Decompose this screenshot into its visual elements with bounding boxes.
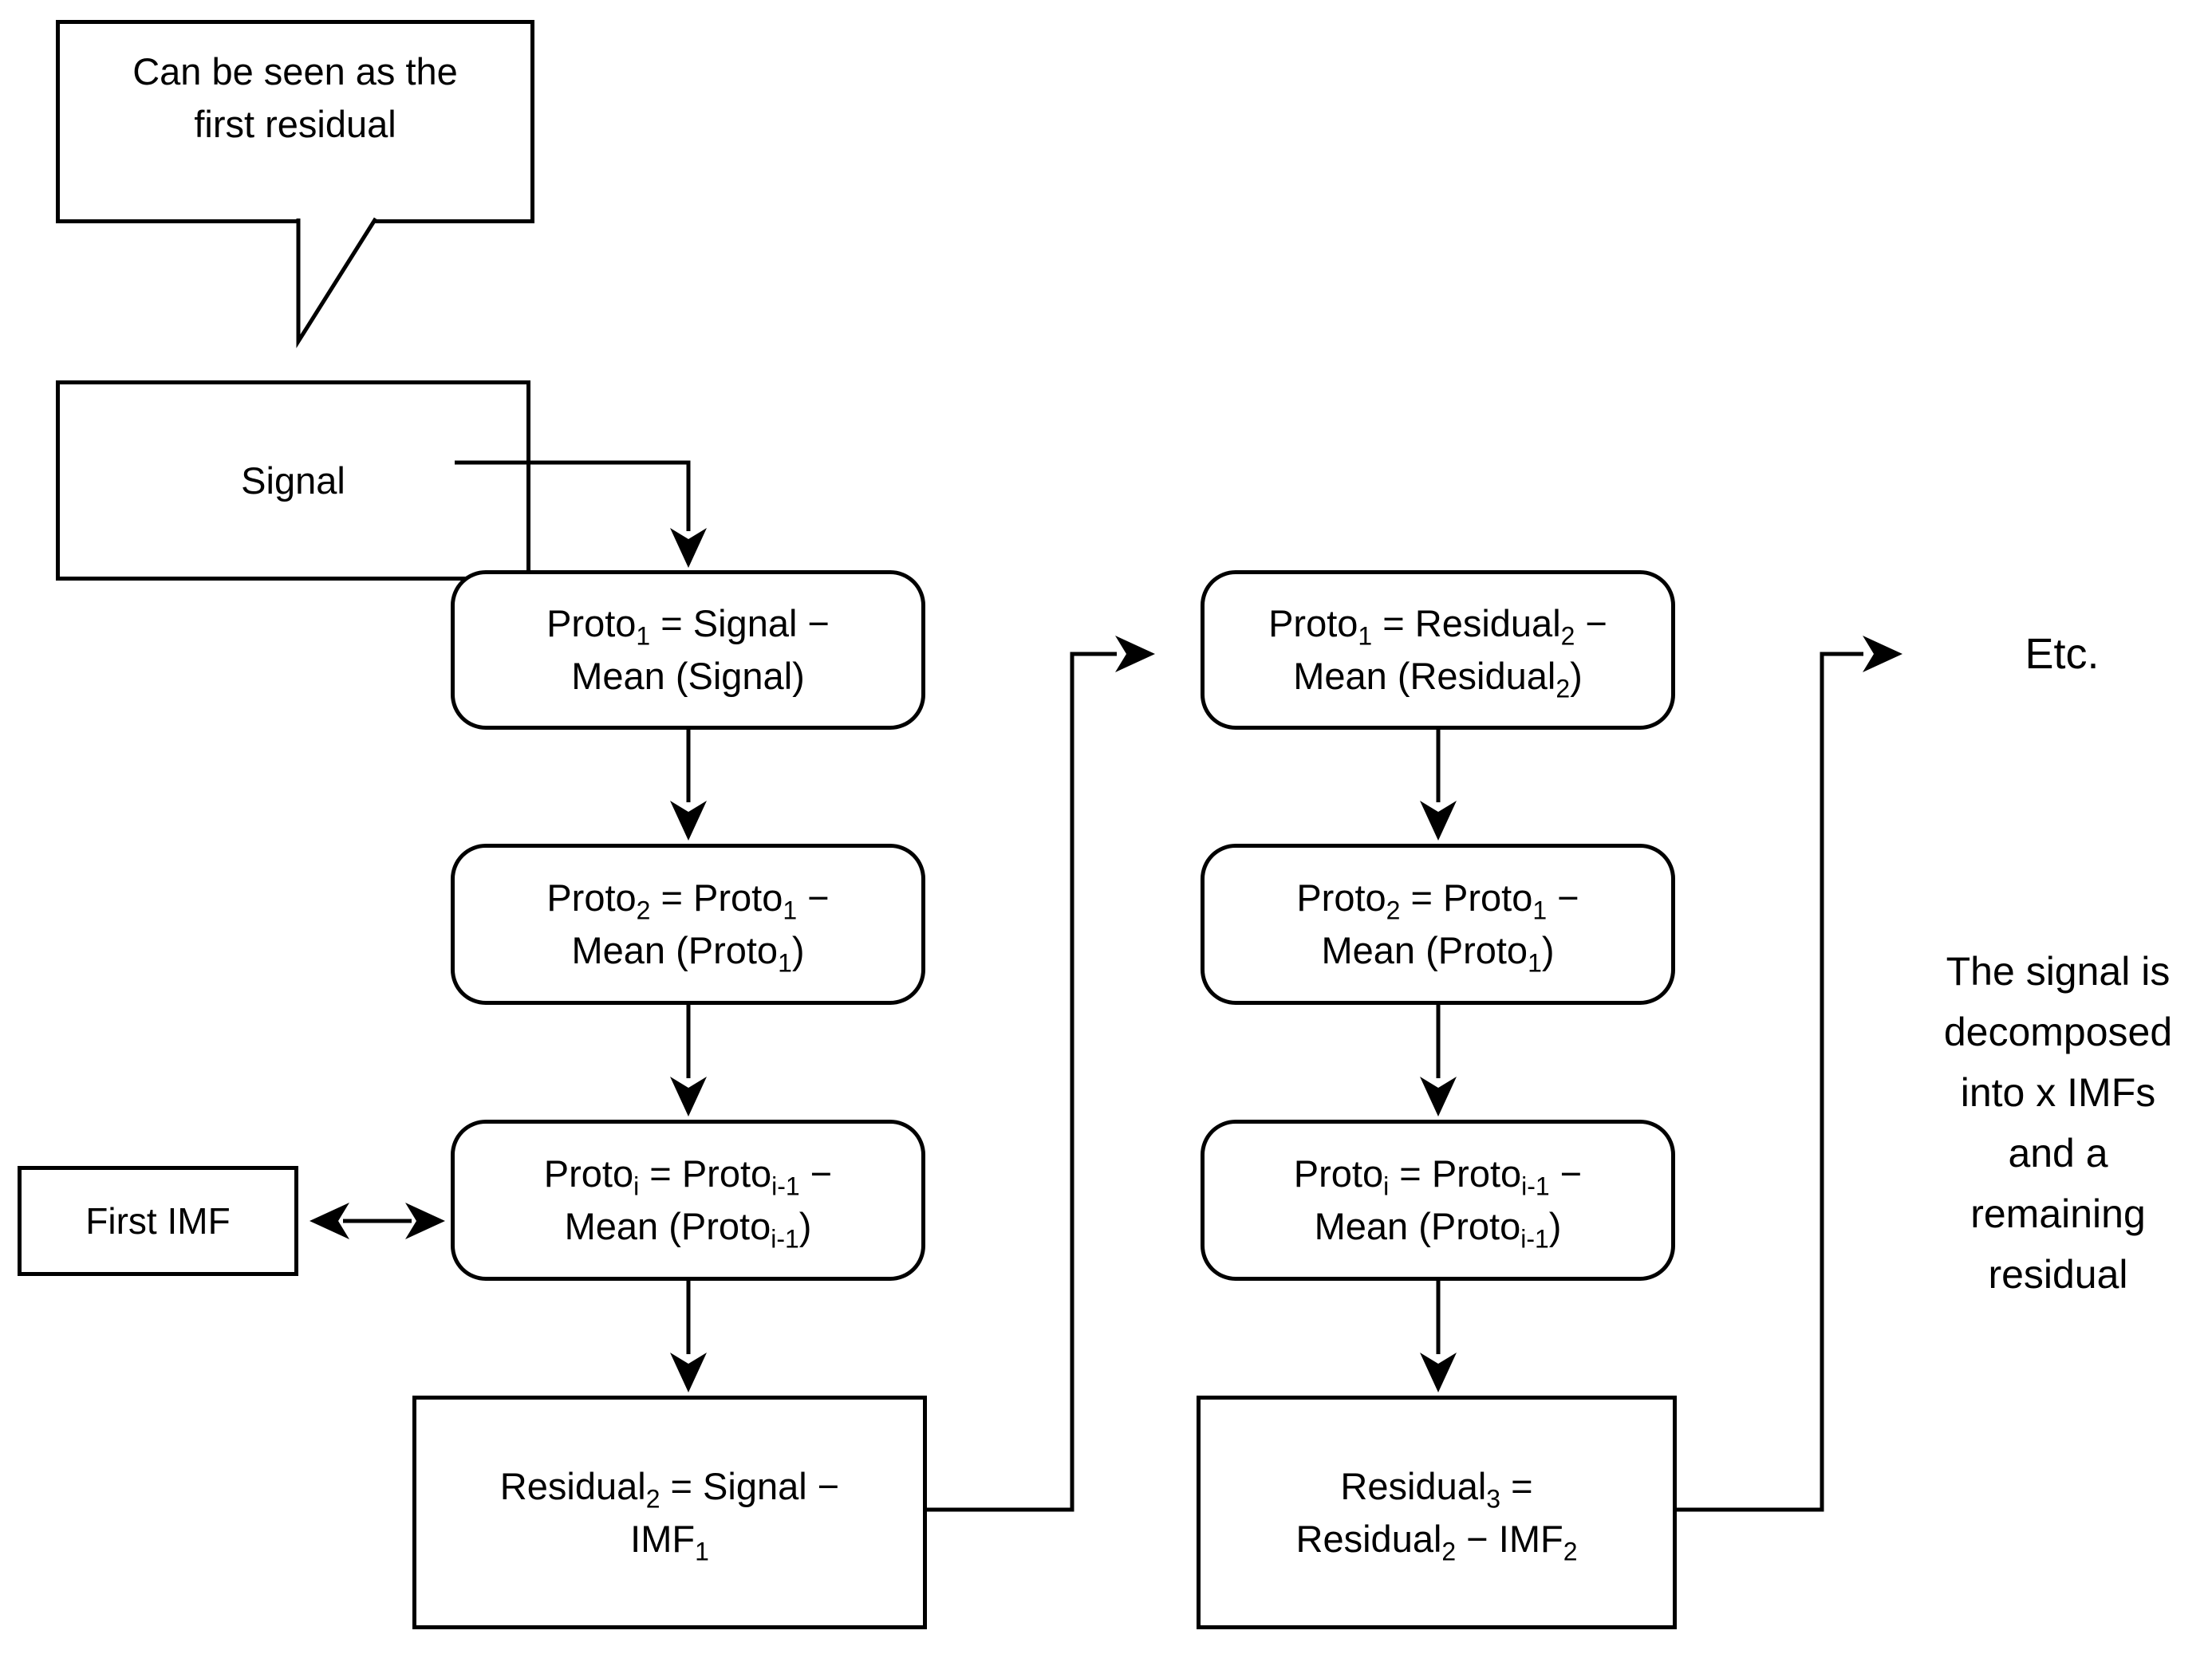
proto1-residual2-text: Proto1 = Residual2 −Mean (Residual2) — [1268, 602, 1607, 703]
proto2-col2-box: Proto2 = Proto1 −Mean (Proto1) — [1201, 844, 1675, 1005]
signal-box: Signal — [56, 380, 530, 581]
first-imf-box: First IMF — [18, 1166, 298, 1276]
residual2-box: Residual2 = Signal −IMF1 — [412, 1396, 927, 1629]
proto2-col1-box: Proto2 = Proto1 −Mean (Proto1) — [451, 844, 925, 1005]
etc-text: Etc. — [2025, 630, 2100, 678]
arrow-c2-2-3-head — [1420, 1077, 1457, 1116]
first-imf-text: First IMF — [85, 1200, 231, 1242]
arrow-c2-1-2-head — [1420, 801, 1457, 841]
arrow-residual2-to-col2-head — [1115, 636, 1155, 672]
arrow-firstimf-protoi-left-head — [310, 1203, 349, 1239]
arrow-c1-2-3-head — [670, 1077, 707, 1116]
protoi-col1-text: Protoi = Protoi-1 −Mean (Protoi-1) — [543, 1152, 833, 1254]
arrow-firstimf-protoi-right-head — [405, 1203, 445, 1239]
signal-text: Signal — [241, 459, 345, 502]
arrow-c2-3-residual-head — [1420, 1353, 1457, 1392]
proto2-col2-text: Proto2 = Proto1 −Mean (Proto1) — [1296, 876, 1579, 978]
proto2-col1-text: Proto2 = Proto1 −Mean (Proto1) — [546, 876, 830, 978]
residual3-box: Residual3 =Residual2 − IMF2 — [1197, 1396, 1677, 1629]
residual3-text: Residual3 =Residual2 − IMF2 — [1295, 1464, 1578, 1565]
protoi-col2-box: Protoi = Protoi-1 −Mean (Protoi-1) — [1201, 1120, 1675, 1281]
protoi-col1-box: Protoi = Protoi-1 −Mean (Protoi-1) — [451, 1120, 925, 1281]
proto1-residual2-box: Proto1 = Residual2 −Mean (Residual2) — [1201, 570, 1675, 730]
arrow-residual3-to-etc-line — [1677, 652, 1863, 1512]
protoi-col2-text: Protoi = Protoi-1 −Mean (Protoi-1) — [1293, 1152, 1583, 1254]
residual2-text: Residual2 = Signal −IMF1 — [499, 1464, 840, 1565]
arrow-residual3-to-etc-head — [1863, 636, 1902, 672]
proto1-signal-box: Proto1 = Signal −Mean (Signal) — [451, 570, 925, 730]
proto1-signal-text: Proto1 = Signal −Mean (Signal) — [546, 602, 830, 697]
callout-tail — [296, 217, 378, 349]
etc-label: Etc. — [1962, 628, 2162, 679]
arrow-c1-3-residual-head — [670, 1353, 707, 1392]
arrow-signal-to-proto1-head — [670, 528, 707, 568]
arrow-residual2-to-col2-line — [927, 652, 1117, 1512]
arrow-c1-1-2-head — [670, 801, 707, 841]
